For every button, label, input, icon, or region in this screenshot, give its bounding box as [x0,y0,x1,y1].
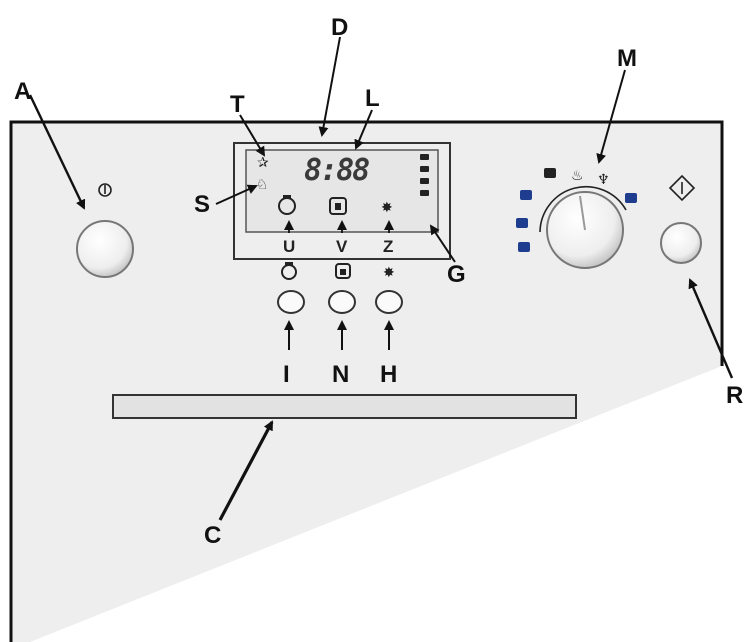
label-A: A [14,78,31,105]
label-C: C [204,522,221,549]
handle-strip [112,394,577,419]
display-digits: 8:88 [304,153,369,188]
label-G: G [447,261,466,288]
oven-mode-icons: ♨ ♆ [516,168,637,252]
oven-function-icons [420,154,429,196]
cooking-time-button-icon [335,263,351,279]
kitchen-timer-icon [278,195,296,215]
starburst-icon: ✸ [381,200,393,216]
label-T: T [230,91,245,118]
bell-icon: ✰ [257,155,269,171]
manual-hand-icon: ♘ [256,177,269,193]
svg-text:♆: ♆ [597,172,610,188]
label-I: I [283,361,290,388]
start-diamond-icon [668,174,696,202]
label-D: D [331,14,348,41]
cooking-time-button[interactable] [328,290,356,314]
function-selector-knob[interactable] [546,191,624,269]
end-time-button[interactable] [375,290,403,314]
knob-scale-arc [539,185,627,233]
timer-button[interactable] [277,290,305,314]
label-M: M [617,45,637,72]
power-symbol-icon [98,183,112,197]
timer-button-icon [281,262,297,280]
display-window: 8:88 ✰ ♘ ✸ [233,142,451,260]
label-H: H [380,361,397,388]
label-N: N [332,361,349,388]
svg-text:♨: ♨ [571,168,584,184]
label-U: U [283,237,295,256]
label-Z: Z [383,237,393,256]
label-L: L [365,85,380,112]
power-button[interactable] [76,220,134,278]
starburst-button-icon: ✸ [383,265,395,281]
start-button[interactable] [660,222,702,264]
label-V: V [336,237,348,256]
label-S: S [194,191,210,218]
callout-arrows [28,36,734,521]
label-R: R [726,382,743,409]
cooking-time-icon [329,197,347,215]
